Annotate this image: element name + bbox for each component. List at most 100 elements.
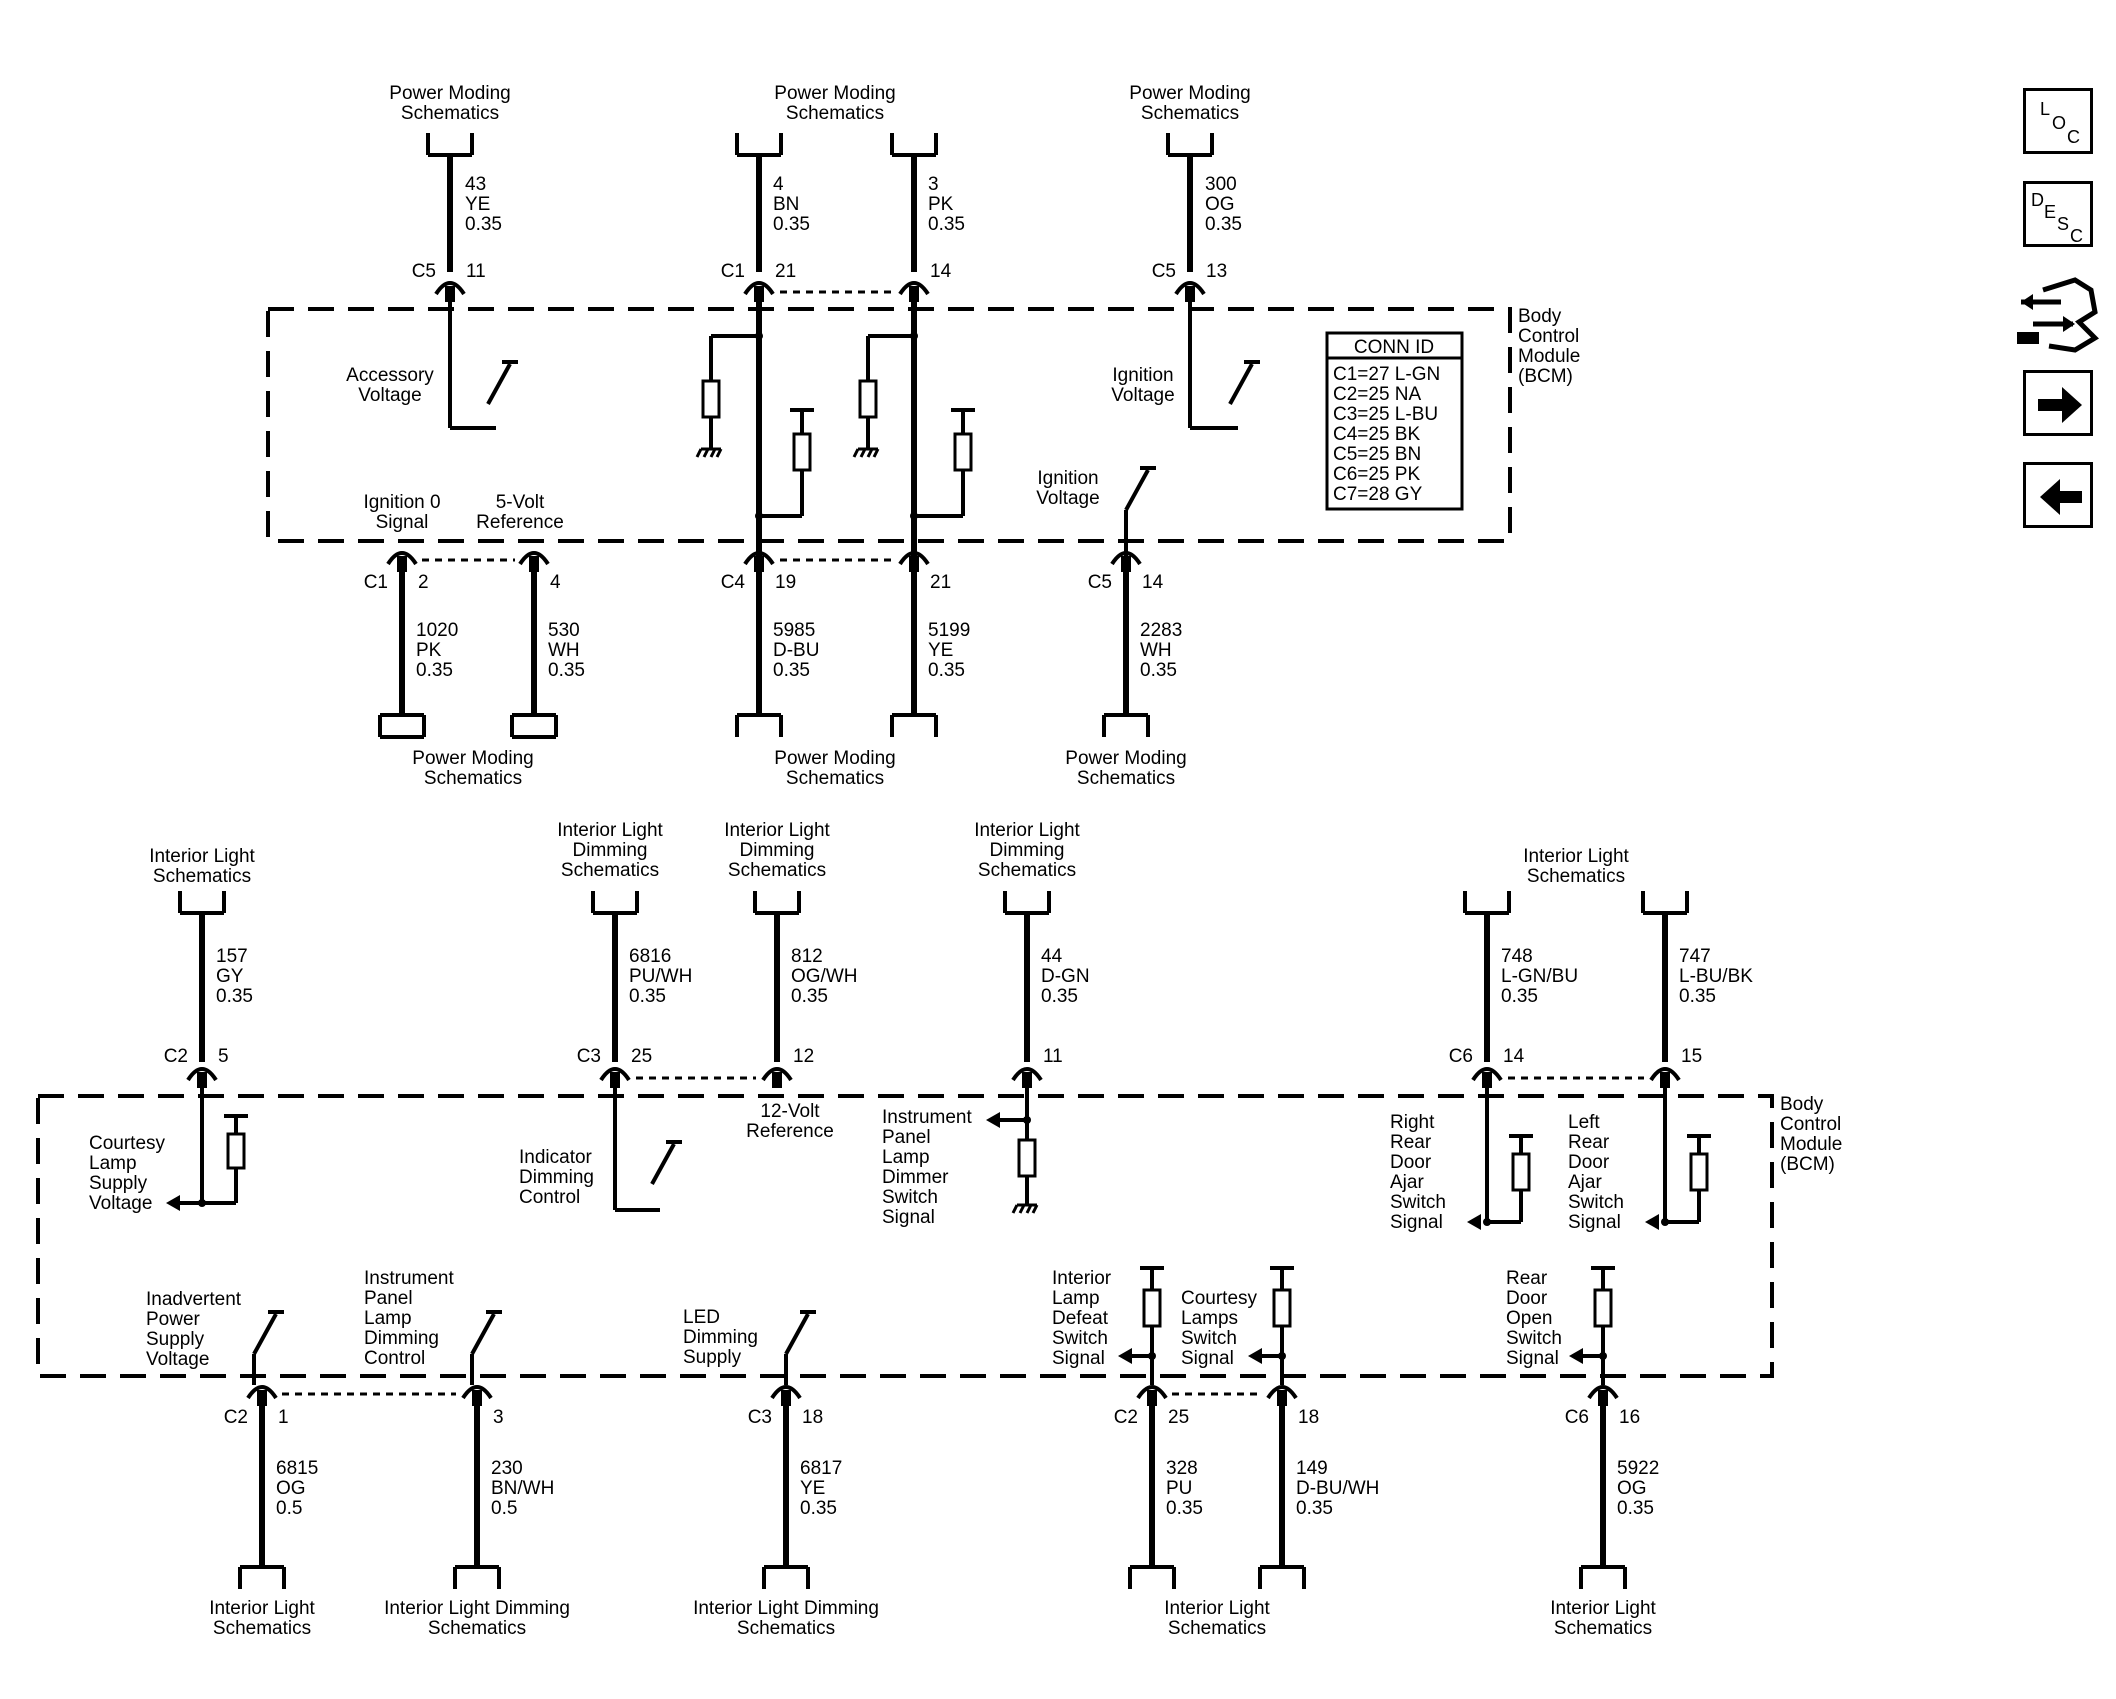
resistor: [226, 1132, 246, 1170]
desc-letter-d: D: [2031, 190, 2044, 210]
connector-pin: [397, 556, 407, 572]
left-rear-door-ajar-label: Door: [1568, 1152, 1610, 1173]
connector-label: C5: [1088, 572, 1112, 593]
wire-color: WH: [548, 640, 580, 661]
resistor: [858, 379, 878, 419]
ignition-voltage-label: Voltage: [1111, 385, 1174, 406]
destination-label: Interior Light: [1164, 1598, 1270, 1619]
wire-gauge: 0.35: [1501, 986, 1538, 1007]
connector-pin: [909, 286, 919, 302]
wire-gauge: 0.35: [1041, 986, 1078, 1007]
destination-label: Interior Light Dimming: [693, 1598, 879, 1619]
switch: [784, 1313, 810, 1355]
ip-lamp-dimmer-switch-signal-label: Panel: [882, 1127, 931, 1148]
ip-lamp-dimmer-switch-signal-label: Signal: [882, 1207, 935, 1228]
connector-view-button[interactable]: [2013, 272, 2100, 356]
wire-color: D-BU: [773, 640, 819, 661]
interior-lamp-defeat-label: Signal: [1052, 1348, 1105, 1369]
ip-lamp-dimming-control-label: Instrument: [364, 1268, 454, 1289]
wire-circuit: 4: [773, 174, 784, 195]
desc-button[interactable]: D E S C: [2023, 181, 2093, 247]
courtesy-lamps-switch-label: Courtesy: [1181, 1288, 1258, 1309]
indicator-dimming-control-label: Control: [519, 1187, 580, 1208]
wire-gauge: 0.35: [928, 214, 965, 235]
resistor: [1142, 1288, 1162, 1328]
wire-color: YE: [928, 640, 953, 661]
previous-button[interactable]: [2023, 462, 2093, 528]
connector-pin: [1660, 1072, 1670, 1088]
connector-pin: [1587, 1385, 1619, 1400]
wire-color: BN/WH: [491, 1478, 554, 1499]
rear-door-open-switch-label: Signal: [1506, 1348, 1559, 1369]
ignition-voltage-label: Voltage: [1036, 488, 1099, 509]
connector-pin: [743, 281, 775, 296]
destination-label: Schematics: [786, 103, 884, 124]
interior-lamp-defeat-label: Lamp: [1052, 1288, 1100, 1309]
connector-pin: [898, 551, 930, 566]
wire-gauge: 0.35: [629, 986, 666, 1007]
conn-id-table: [1325, 331, 1464, 511]
bcm-label: Control: [1518, 326, 1579, 347]
connector-pin: [257, 1390, 267, 1406]
destination-label: Dimming: [990, 840, 1065, 861]
ground-symbol: [695, 448, 703, 458]
wire-color: OG: [1205, 194, 1235, 215]
pin-number: 11: [466, 261, 486, 282]
pin-number: 19: [775, 572, 796, 593]
wire-color: OG: [276, 1478, 306, 1499]
connector-pin: [1277, 1390, 1287, 1406]
next-button[interactable]: [2023, 370, 2093, 436]
wire-circuit: 43: [465, 174, 486, 195]
right-rear-door-ajar-label: Ajar: [1390, 1172, 1424, 1193]
indicator-dimming-control-label: Dimming: [519, 1167, 594, 1188]
connector-pin: [434, 281, 466, 296]
resistor: [1593, 1288, 1613, 1328]
bcm-label: Body: [1780, 1094, 1824, 1115]
arrow: [166, 1195, 180, 1211]
connector-label: C2: [164, 1046, 188, 1067]
desc-letter-c: C: [2070, 226, 2083, 246]
pin-number: 25: [631, 1046, 652, 1067]
destination-label: Schematics: [561, 860, 659, 881]
wire-circuit: 5922: [1617, 1458, 1659, 1479]
connector-label: C5: [1152, 261, 1176, 282]
connector-pin: [1121, 556, 1131, 572]
interior-lamp-defeat-label: Interior: [1052, 1268, 1112, 1289]
connector-pin: [770, 1385, 802, 1400]
connector-label: C3: [748, 1407, 772, 1428]
destination-label: Schematics: [728, 860, 826, 881]
connector-pin: [386, 551, 418, 566]
ip-lamp-dimming-control-label: Dimming: [364, 1328, 439, 1349]
led-dimming-supply-label: LED: [683, 1307, 720, 1328]
bcm-label: Module: [1780, 1134, 1842, 1155]
destination-label: Schematics: [786, 768, 884, 789]
inadvertent-power-supply-label: Power: [146, 1309, 201, 1330]
loc-button[interactable]: L O C: [2023, 88, 2093, 154]
wire-circuit: 44: [1041, 946, 1063, 967]
wire-color: OG: [1617, 1478, 1647, 1499]
wire-gauge: 0.5: [276, 1498, 302, 1519]
left-rear-door-ajar-label: Ajar: [1568, 1172, 1602, 1193]
destination-label: Power Moding: [1129, 83, 1250, 104]
twelve-volt-reference-label: 12-Volt: [760, 1101, 820, 1122]
ip-lamp-dimming-control-label: Lamp: [364, 1308, 412, 1329]
connector-label: C1: [364, 572, 388, 593]
wire-gauge: 0.35: [548, 660, 585, 681]
wire-circuit: 747: [1679, 946, 1711, 967]
wire-circuit: 530: [548, 620, 580, 641]
switch: [1124, 469, 1150, 511]
connector-pin: [197, 1072, 207, 1088]
pin-number: 2: [418, 572, 429, 593]
ground-symbol: [1018, 1204, 1026, 1214]
wire-circuit: 149: [1296, 1458, 1328, 1479]
connector-pin: [445, 286, 455, 302]
arrow: [1467, 1214, 1481, 1230]
bcm-label: (BCM): [1518, 366, 1573, 387]
wire-color: L-GN/BU: [1501, 966, 1578, 987]
resistor: [1017, 1138, 1037, 1178]
wire-circuit: 6817: [800, 1458, 842, 1479]
five-volt-reference-label: 5-Volt: [496, 492, 545, 513]
conn-id-row: C1=27 L-GN: [1333, 364, 1440, 385]
ip-lamp-dimmer-switch-signal-label: Lamp: [882, 1147, 930, 1168]
connector-pin: [1471, 1067, 1503, 1082]
